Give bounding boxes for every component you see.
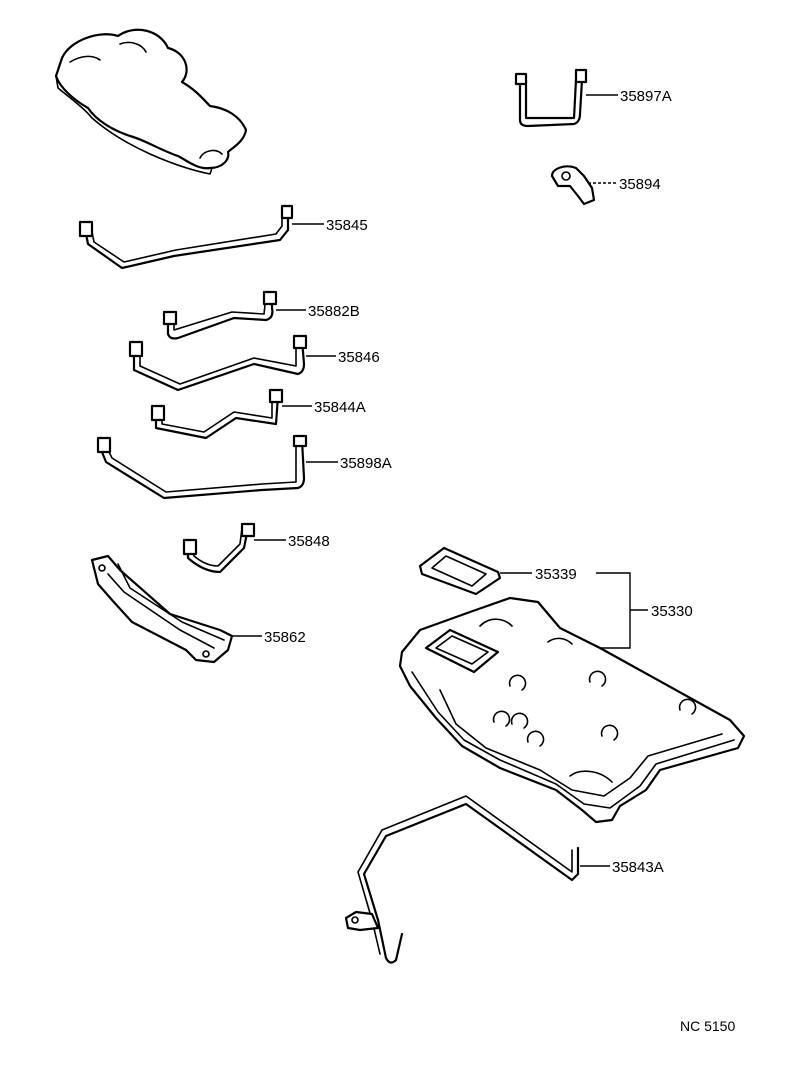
pipe-35848: 35848 [182, 522, 330, 574]
label-35898a: 35898A [340, 455, 392, 472]
label-35843a: 35843A [612, 859, 664, 876]
label-35845: 35845 [326, 217, 368, 234]
clip-35894: 35894 [550, 165, 661, 206]
label-35844a: 35844A [314, 399, 366, 416]
label-35330: 35330 [651, 603, 693, 620]
bracket-35862: 35862 [90, 554, 306, 664]
pipe-35897a: 35897A [514, 68, 672, 128]
group-leader-35330: 35330 [596, 572, 693, 649]
label-35897a: 35897A [620, 88, 672, 105]
label-35894: 35894 [619, 176, 661, 193]
label-35846: 35846 [338, 349, 380, 366]
strainer-35330 [398, 596, 746, 824]
pipe-35844a: 35844A [150, 388, 366, 440]
pipe-35882b: 35882B [162, 290, 360, 340]
label-35848: 35848 [288, 533, 330, 550]
figure-code: NC 5150 [680, 1018, 735, 1034]
label-35339: 35339 [535, 566, 577, 583]
label-35882b: 35882B [308, 303, 360, 320]
pipe-35843a: 35843A [344, 795, 664, 964]
pipe-35898a: 35898A [96, 434, 392, 500]
label-35862: 35862 [264, 629, 306, 646]
gasket-35339: 35339 [418, 546, 577, 596]
pipe-35845: 35845 [78, 204, 368, 270]
pipe-35846: 35846 [128, 334, 380, 392]
valve-body-part [54, 28, 248, 175]
